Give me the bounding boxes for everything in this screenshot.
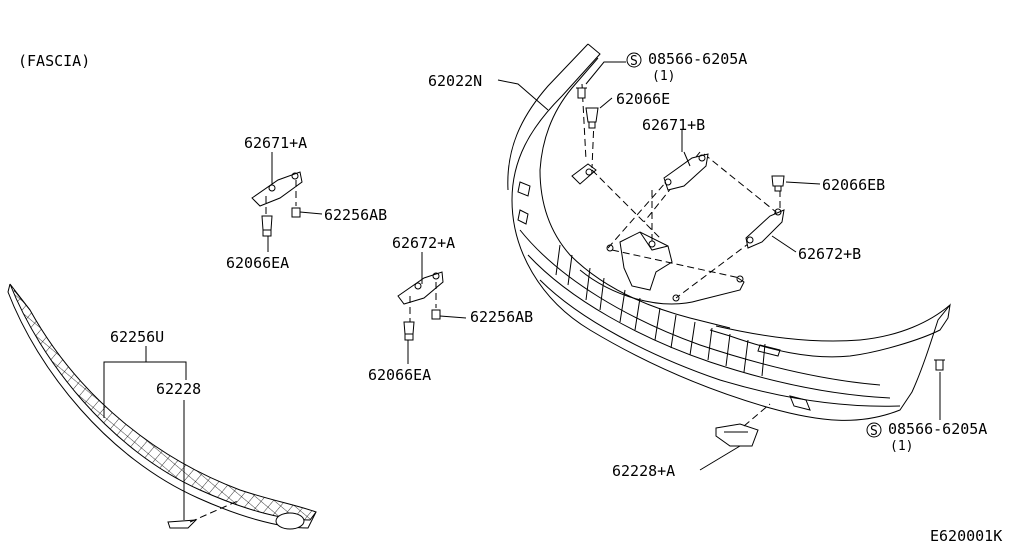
label-clip-left-upper: 62066EA [226,254,289,272]
label-deflector-right: 62228+A [612,462,675,480]
drawing-code: E620001K [930,527,1002,545]
symbol-s-bottom [866,422,882,438]
bolt-bottom [934,359,945,371]
label-fascia-main: 62022N [428,72,482,90]
label-bracket-left-lower: 62672+A [392,234,455,252]
label-bolt-bottom: 08566-6205A [888,420,987,438]
clip-top [585,107,599,129]
deflector-left [167,499,241,529]
screw-left-lower [431,309,441,320]
deflector-right [715,403,771,447]
section-label: (FASCIA) [18,52,90,70]
label-screw-left-lower: 62256AB [470,308,533,326]
label-bracket-right-lower: 62672+B [798,245,861,263]
leader-lines [103,61,941,520]
screw-left-upper [291,207,301,218]
label-bracket-right-upper: 62671+B [642,116,705,134]
front-fascia [507,43,951,421]
label-bolt-top: 08566-6205A [648,50,747,68]
symbol-s-top [626,52,642,68]
bracket-left-upper [251,171,303,207]
bracket-right-upper [663,151,709,191]
clip-left-lower [403,321,415,341]
label-bracket-left-upper: 62671+A [244,134,307,152]
grille [7,283,317,530]
clip-right [771,175,785,192]
label-clip-left-lower: 62066EA [368,366,431,384]
clip-left-upper [261,215,273,237]
label-bolt-bottom-qty: (1) [890,439,913,454]
label-deflector-left: 62228 [156,380,201,398]
symbol-s-bottom-text: S [870,424,878,439]
bolt-top [576,87,587,99]
bracket-left-lower [397,271,444,305]
label-screw-left-upper: 62256AB [324,206,387,224]
label-grille: 62256U [110,328,164,346]
symbol-s-top-text: S [630,54,638,69]
bracket-right-lower [745,208,785,249]
label-clip-top: 62066E [616,90,670,108]
label-bolt-top-qty: (1) [652,69,675,84]
label-clip-right: 62066EB [822,176,885,194]
